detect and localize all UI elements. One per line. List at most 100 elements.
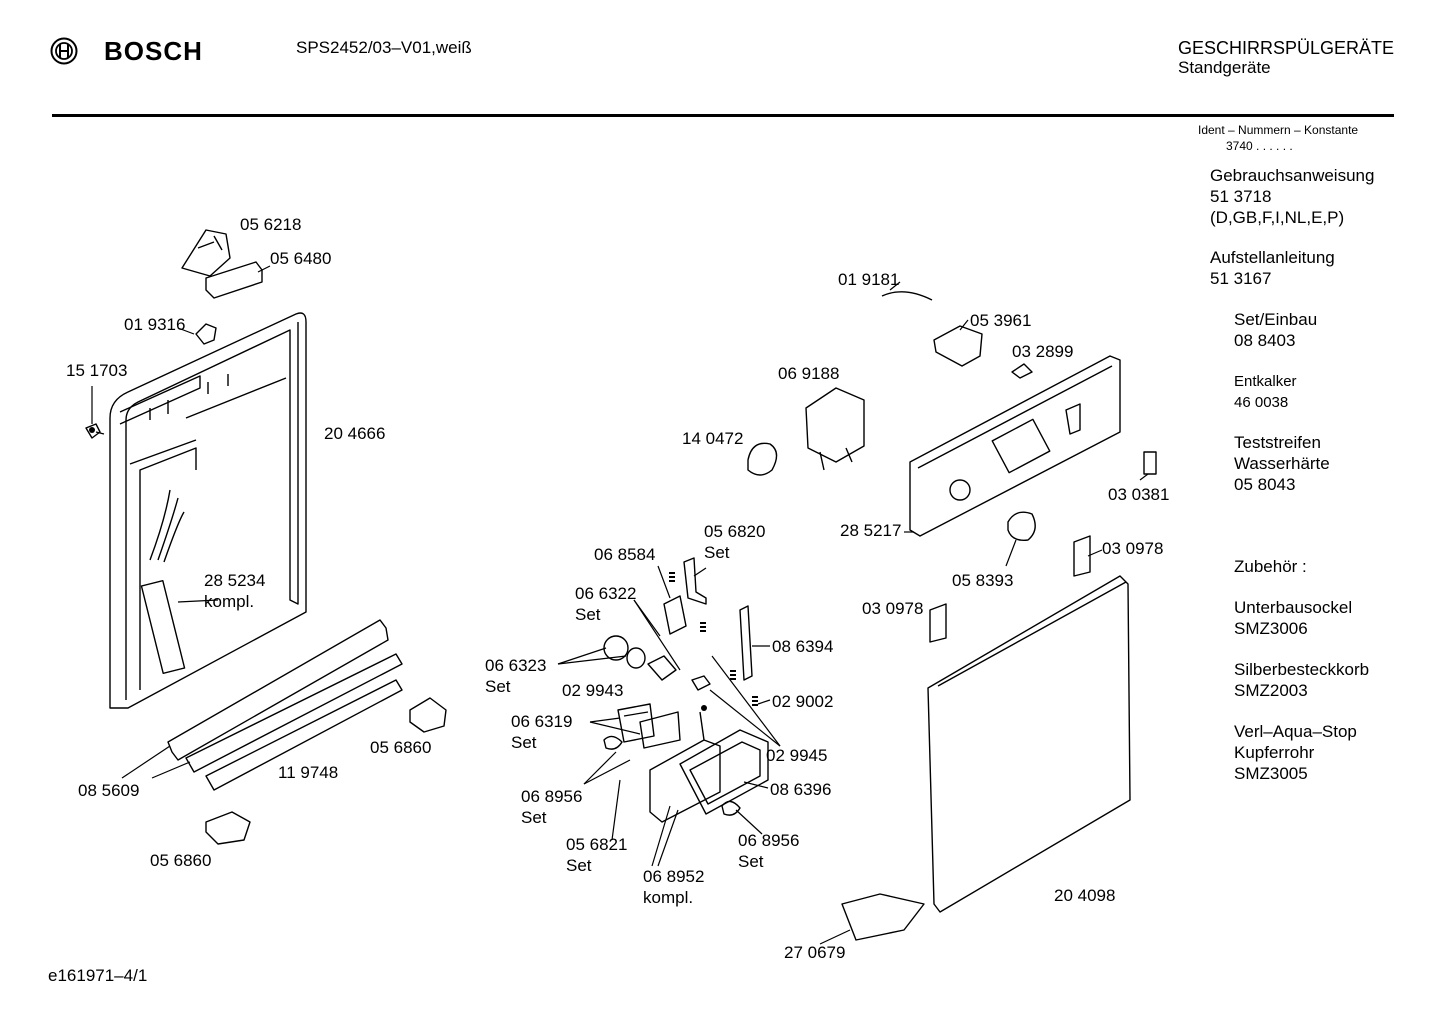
seal-part xyxy=(603,635,629,661)
side-text: 08 8403 xyxy=(1234,331,1296,350)
cable-part xyxy=(881,291,933,301)
brand-name: BOSCH xyxy=(104,36,203,66)
end-cap-part xyxy=(205,811,251,845)
part-label: 11 9748 xyxy=(278,763,339,782)
bracket-part xyxy=(683,557,707,605)
part-label: 03 0978 xyxy=(862,599,924,618)
screw-part xyxy=(89,427,95,433)
category-title: GESCHIRRSPÜLGERÄTE xyxy=(1178,38,1395,58)
part-label: 02 9945 xyxy=(766,746,828,765)
cap-part xyxy=(721,800,741,816)
spring-part xyxy=(752,696,758,706)
part-label: 02 9002 xyxy=(772,692,834,711)
rod-part xyxy=(739,605,753,681)
side-text: Verl–Aqua–Stop xyxy=(1234,722,1357,741)
side-text: Entkalker xyxy=(1234,373,1297,390)
part-label: 05 8393 xyxy=(952,571,1014,590)
part-label: kompl. xyxy=(204,592,255,611)
button-part xyxy=(1073,535,1091,577)
side-text: Silberbesteckkorb xyxy=(1234,660,1370,679)
screw-part xyxy=(85,423,105,439)
part-label: 20 4098 xyxy=(1054,886,1116,905)
drawing-id: e161971–4/1 xyxy=(48,966,148,985)
knob-part xyxy=(1007,511,1036,541)
side-text: 05 8043 xyxy=(1234,475,1296,494)
install-guide-block: Aufstellanleitung 51 3167 xyxy=(1210,247,1335,289)
switch-part xyxy=(933,325,983,367)
lid-part xyxy=(639,711,681,749)
side-text: 51 3167 xyxy=(1210,269,1272,288)
part-label: 15 1703 xyxy=(66,361,128,380)
part-label: 06 8956 xyxy=(521,787,583,806)
part-label: 06 6322 xyxy=(575,584,637,603)
part-label: Set xyxy=(511,733,537,752)
accessory-block: Silberbesteckkorb SMZ2003 xyxy=(1234,659,1369,701)
part-label: 08 6394 xyxy=(772,637,834,656)
part-label: Set xyxy=(575,605,601,624)
seal-part xyxy=(626,647,646,669)
part-label: Set xyxy=(738,852,764,871)
part-label: Set xyxy=(566,856,592,875)
clip-part xyxy=(1011,363,1033,379)
part-label: 05 3961 xyxy=(970,311,1032,330)
spring-part xyxy=(730,670,736,680)
side-text: Kupferrohr xyxy=(1234,743,1315,762)
accessory-block: Unterbausockel SMZ3006 xyxy=(1234,597,1352,639)
side-text: Wasserhärte xyxy=(1234,454,1330,473)
part-label: 06 8584 xyxy=(594,545,656,564)
part-label: Set xyxy=(485,677,511,696)
part-label: Set xyxy=(521,808,547,827)
cylinder-part xyxy=(647,655,677,681)
ident-title: Ident – Nummern – Konstante xyxy=(1198,123,1359,137)
button-part xyxy=(1143,451,1157,475)
part-label: 06 9188 xyxy=(778,364,840,383)
part-label: 06 6323 xyxy=(485,656,547,675)
part-label: 14 0472 xyxy=(682,429,744,448)
screw-part xyxy=(701,705,707,711)
side-text: 51 3718 xyxy=(1210,187,1272,206)
lever-part xyxy=(663,595,687,635)
timer-part xyxy=(805,387,865,471)
part-label: 06 8956 xyxy=(738,831,800,850)
part-label: Set xyxy=(704,543,730,562)
side-text: Set/Einbau xyxy=(1234,310,1318,329)
side-text: Aufstellanleitung xyxy=(1210,248,1335,267)
part-label: 20 4666 xyxy=(324,424,386,443)
side-text: Zubehör : xyxy=(1234,557,1307,576)
part-label: 05 6820 xyxy=(704,522,766,541)
set-einbau-block: Set/Einbau 08 8403 xyxy=(1234,309,1317,351)
part-label: 27 0679 xyxy=(784,943,846,962)
part-label: 06 6319 xyxy=(511,712,573,731)
seal-part xyxy=(617,703,655,743)
part-label: 05 6218 xyxy=(240,215,302,234)
accessory-block: Verl–Aqua–Stop Kupferrohr SMZ3005 xyxy=(1234,721,1357,784)
hinge-bracket-part xyxy=(841,893,925,941)
end-cap-part xyxy=(409,697,447,733)
part-label: 05 6480 xyxy=(270,249,332,268)
side-text: Unterbausockel xyxy=(1234,598,1353,617)
header-divider xyxy=(52,114,1394,117)
spring-part xyxy=(669,572,675,582)
side-text: (D,GB,F,I,NL,E,P) xyxy=(1210,208,1345,227)
descaler-block: Entkalker 46 0038 xyxy=(1234,371,1297,413)
accessories-heading: Zubehör : xyxy=(1234,556,1307,577)
side-text: 46 0038 xyxy=(1234,394,1289,411)
part-label: 08 6396 xyxy=(770,780,832,799)
side-text: SMZ3005 xyxy=(1234,764,1308,783)
door-hinge-part xyxy=(181,229,263,299)
ident-value: 3740 . . . . . . xyxy=(1226,139,1293,153)
part-label: 05 6860 xyxy=(150,851,212,870)
part-label: 28 5234 xyxy=(204,571,266,590)
side-text: Gebrauchsanweisung xyxy=(1210,166,1375,185)
model-number: SPS2452/03–V01,weiß xyxy=(296,38,472,57)
side-text: SMZ3006 xyxy=(1234,619,1308,638)
screw-part xyxy=(699,711,705,741)
kick-strip-part xyxy=(167,619,403,791)
part-label: 08 5609 xyxy=(78,781,140,800)
part-label: 06 8952 xyxy=(643,867,705,886)
part-label: 01 9316 xyxy=(124,315,186,334)
spring-part xyxy=(700,622,706,632)
bosch-logo-icon xyxy=(50,37,78,65)
door-inner-panel xyxy=(109,312,307,709)
test-strips-block: Teststreifen Wasserhärte 05 8043 xyxy=(1234,432,1330,495)
